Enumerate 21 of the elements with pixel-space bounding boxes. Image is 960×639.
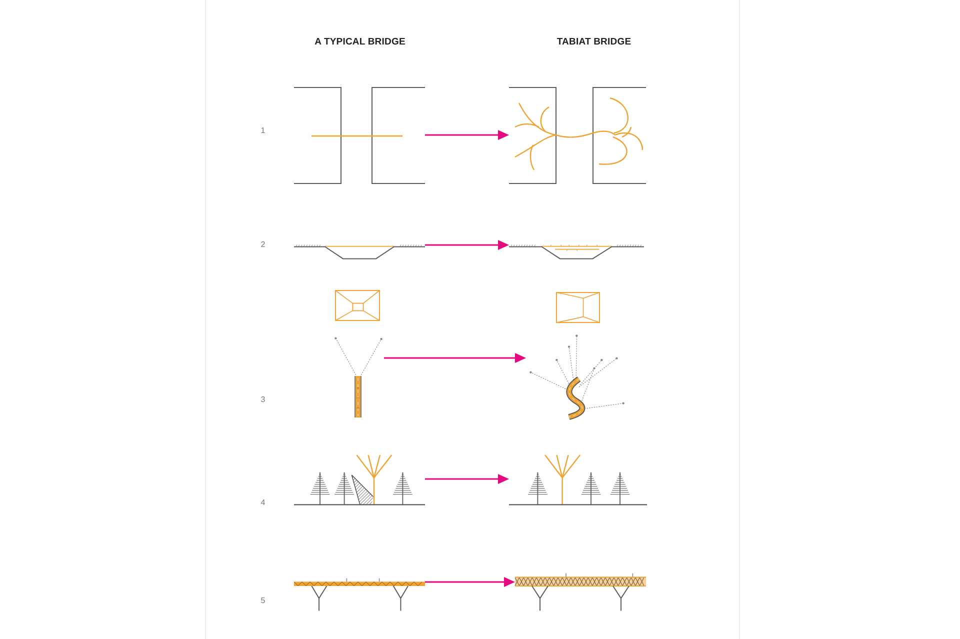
row-number: 3: [260, 396, 266, 404]
row-number: 5: [260, 597, 266, 605]
row-number: 1: [260, 127, 266, 135]
arrow: [425, 577, 515, 587]
bridge-plan-drawing: [294, 87, 425, 184]
truss-deck-drawing: [515, 572, 646, 612]
trees-section-drawing: [509, 452, 647, 506]
sight-lines-drawing: [333, 336, 384, 418]
arrow: [384, 353, 526, 363]
column-heading: TABIAT BRIDGE: [556, 37, 632, 47]
column-heading: A TYPICAL BRIDGE: [314, 37, 406, 47]
valley-section-drawing: [294, 244, 425, 260]
row-number: 2: [260, 241, 266, 249]
row-number: 4: [260, 499, 266, 507]
arrow: [425, 240, 509, 250]
valley-section-drawing: [509, 244, 644, 260]
branching-bridge-plan-drawing: [509, 87, 646, 184]
trees-section-drawing: [294, 452, 425, 506]
arrow: [425, 130, 509, 140]
arrow: [425, 474, 509, 484]
truss-deck-drawing: [294, 577, 425, 611]
